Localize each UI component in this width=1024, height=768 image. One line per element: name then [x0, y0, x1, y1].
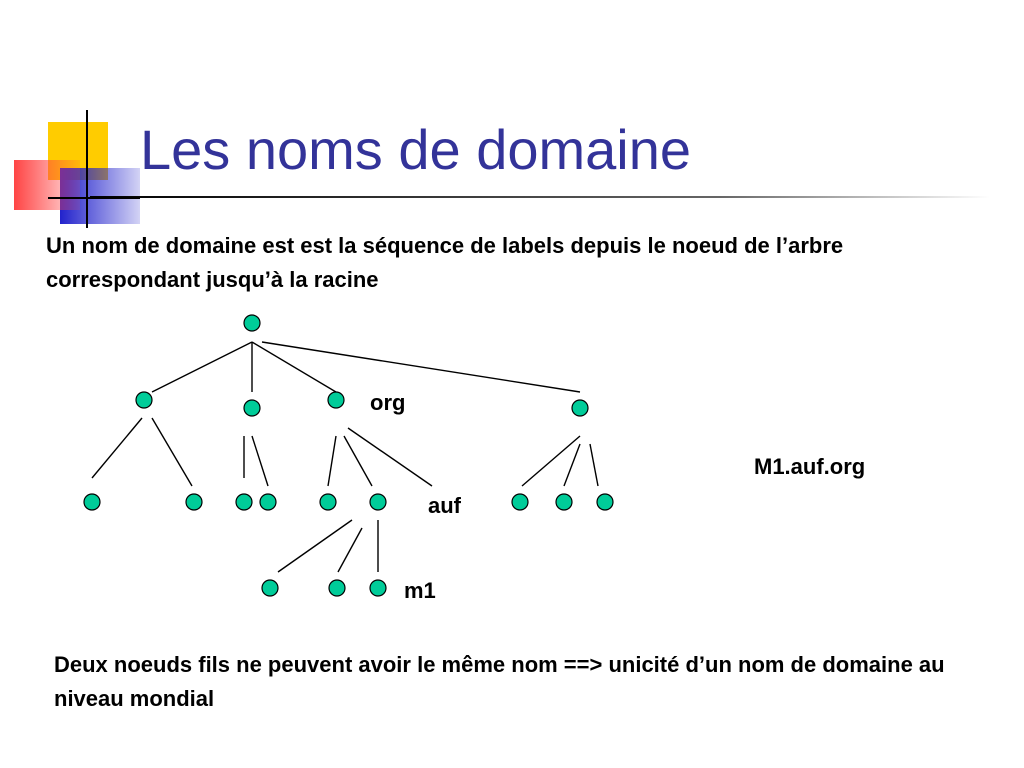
edge-auf-b [337, 527, 363, 573]
outro-paragraph: Deux noeuds fils ne peuvent avoir le mêm… [54, 652, 945, 711]
edge-n1-a [91, 417, 143, 479]
edge-org-auf [343, 435, 373, 487]
tree-node-level2-3 [235, 493, 253, 511]
tree-nodes [83, 314, 614, 597]
edge-n4-c [589, 443, 599, 487]
tree-node-level2-9 [596, 493, 614, 511]
domain-tree-diagram: org auf m1 [83, 314, 614, 603]
tree-node-level2-1 [83, 493, 101, 511]
tree-label-m1: m1 [404, 578, 436, 603]
tree-node-org [327, 391, 345, 409]
tree-node-level1-d [571, 399, 589, 417]
tree-edges [91, 341, 599, 573]
tree-node-level1-a [135, 391, 153, 409]
tree-node-auf [369, 493, 387, 511]
edge-n4-b [563, 443, 581, 487]
tree-label-org: org [370, 390, 405, 415]
edge-root-org [251, 341, 337, 393]
domain-name-example: M1.auf.org [754, 454, 866, 479]
edge-n2-b [251, 435, 269, 487]
logo-red-square [14, 160, 80, 210]
edge-root-n1 [151, 341, 253, 393]
edge-n4-a [521, 435, 581, 487]
intro-paragraph: Un nom de domaine est est la séquence de… [46, 233, 844, 292]
tree-node-level2-4 [259, 493, 277, 511]
tree-node-level3-2 [328, 579, 346, 597]
edge-org-a [327, 435, 337, 487]
tree-node-level3-1 [261, 579, 279, 597]
edge-org-c [347, 427, 433, 487]
tree-node-level1-b [243, 399, 261, 417]
edge-n1-b [151, 417, 193, 487]
tree-label-auf: auf [428, 493, 462, 518]
slide-title: Les noms de domaine [140, 118, 692, 181]
tree-node-level2-5 [319, 493, 337, 511]
tree-node-level2-7 [511, 493, 529, 511]
tree-node-level2-8 [555, 493, 573, 511]
tree-node-m1 [369, 579, 387, 597]
tree-node-level2-2 [185, 493, 203, 511]
edge-auf-a [277, 519, 353, 573]
title-underline [90, 196, 990, 198]
edge-root-n4 [261, 341, 581, 393]
tree-node-root [243, 314, 261, 332]
